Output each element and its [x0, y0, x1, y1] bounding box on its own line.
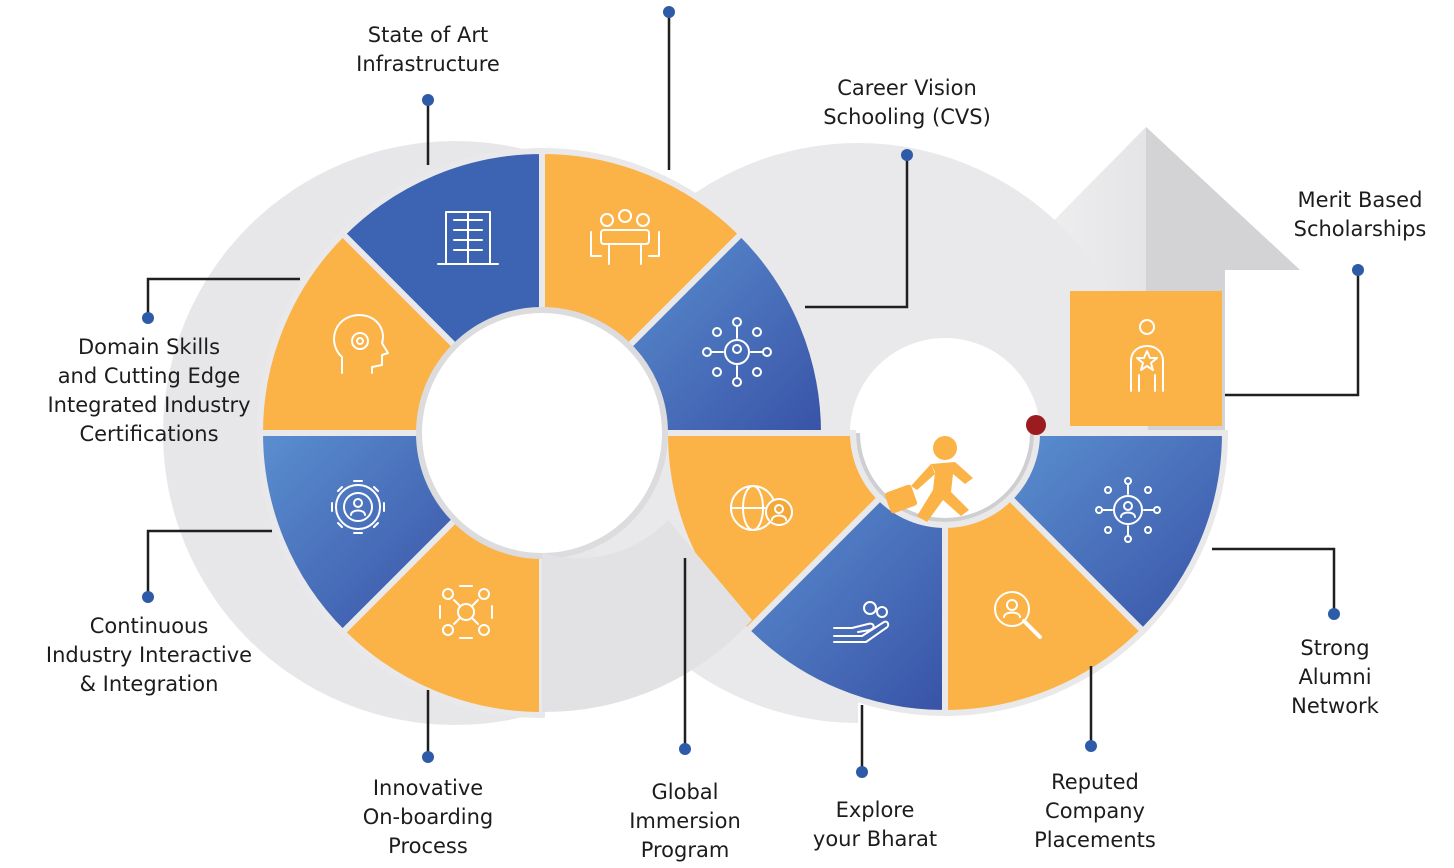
connector-dots — [142, 6, 1364, 778]
label-interaction: Continuous Industry Interactive & Integr… — [45, 614, 253, 696]
head-gear-icon — [333, 314, 389, 374]
label-bharat: Explore your Bharat — [812, 798, 938, 851]
globe-person-icon — [730, 485, 793, 531]
label-onboarding: Innovative On-boarding Process — [362, 776, 494, 858]
alumni-network-icon — [1095, 477, 1161, 543]
building-icon — [437, 211, 499, 265]
label-domain: Domain Skills and Cutting Edge Integrate… — [47, 335, 251, 446]
segment-placements — [942, 493, 1148, 717]
gear-person-icon — [331, 480, 385, 534]
scholarship-box — [1070, 291, 1222, 426]
award-person-icon — [1130, 319, 1164, 392]
turn-inner — [856, 432, 1034, 522]
label-placements: Reputed Company Placements — [1034, 770, 1156, 852]
walking-briefcase-icon — [884, 436, 973, 522]
label-infrastructure: State of Art Infrastructure — [356, 23, 500, 76]
segment-alumni — [1005, 430, 1229, 636]
network-people-icon — [702, 317, 772, 387]
ring-empty-segment — [542, 520, 752, 713]
label-alumni: Strong Alumni Network — [1291, 636, 1379, 718]
ring-inner-hole — [422, 313, 662, 553]
label-cvs: Career Vision Schooling (CVS) — [823, 76, 991, 129]
segment-bharat — [742, 493, 948, 717]
label-immersion: Global Immersion Program — [629, 780, 741, 862]
team-hands-icon — [439, 585, 493, 639]
connector-lines — [146, 12, 1360, 772]
hand-coins-icon — [833, 601, 890, 643]
search-person-icon — [994, 591, 1042, 639]
red-dot — [1026, 415, 1046, 435]
label-scholarships: Merit Based Scholarships — [1293, 188, 1427, 241]
meeting-table-icon — [590, 209, 660, 265]
